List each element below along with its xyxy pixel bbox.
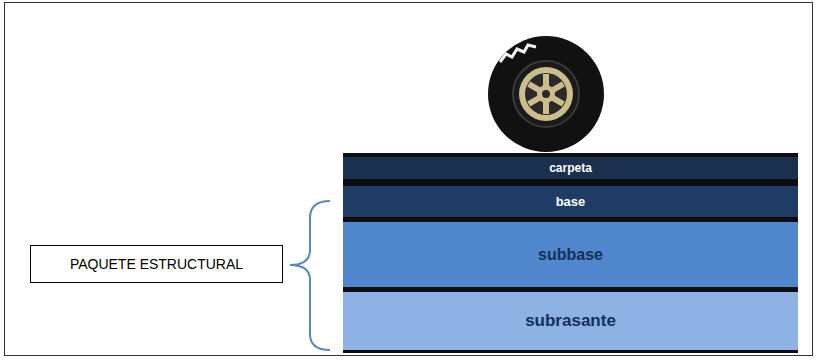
layer-label: subrasante xyxy=(525,311,616,331)
bracket xyxy=(290,201,330,350)
layer-label: base xyxy=(556,194,586,209)
tire xyxy=(488,36,604,152)
layer-label: subbase xyxy=(538,246,603,264)
layer-label: PAQUETE ESTRUCTURAL xyxy=(70,256,243,272)
layer-label: carpeta xyxy=(549,161,592,175)
layer-band: base xyxy=(343,186,798,217)
label-box: PAQUETE ESTRUCTURAL xyxy=(30,245,283,283)
layer-band: subrasante xyxy=(343,292,798,350)
frame xyxy=(5,3,813,356)
layer-separators xyxy=(343,153,798,353)
layer-band: subbase xyxy=(343,222,798,287)
layer-band: carpeta xyxy=(343,157,798,179)
